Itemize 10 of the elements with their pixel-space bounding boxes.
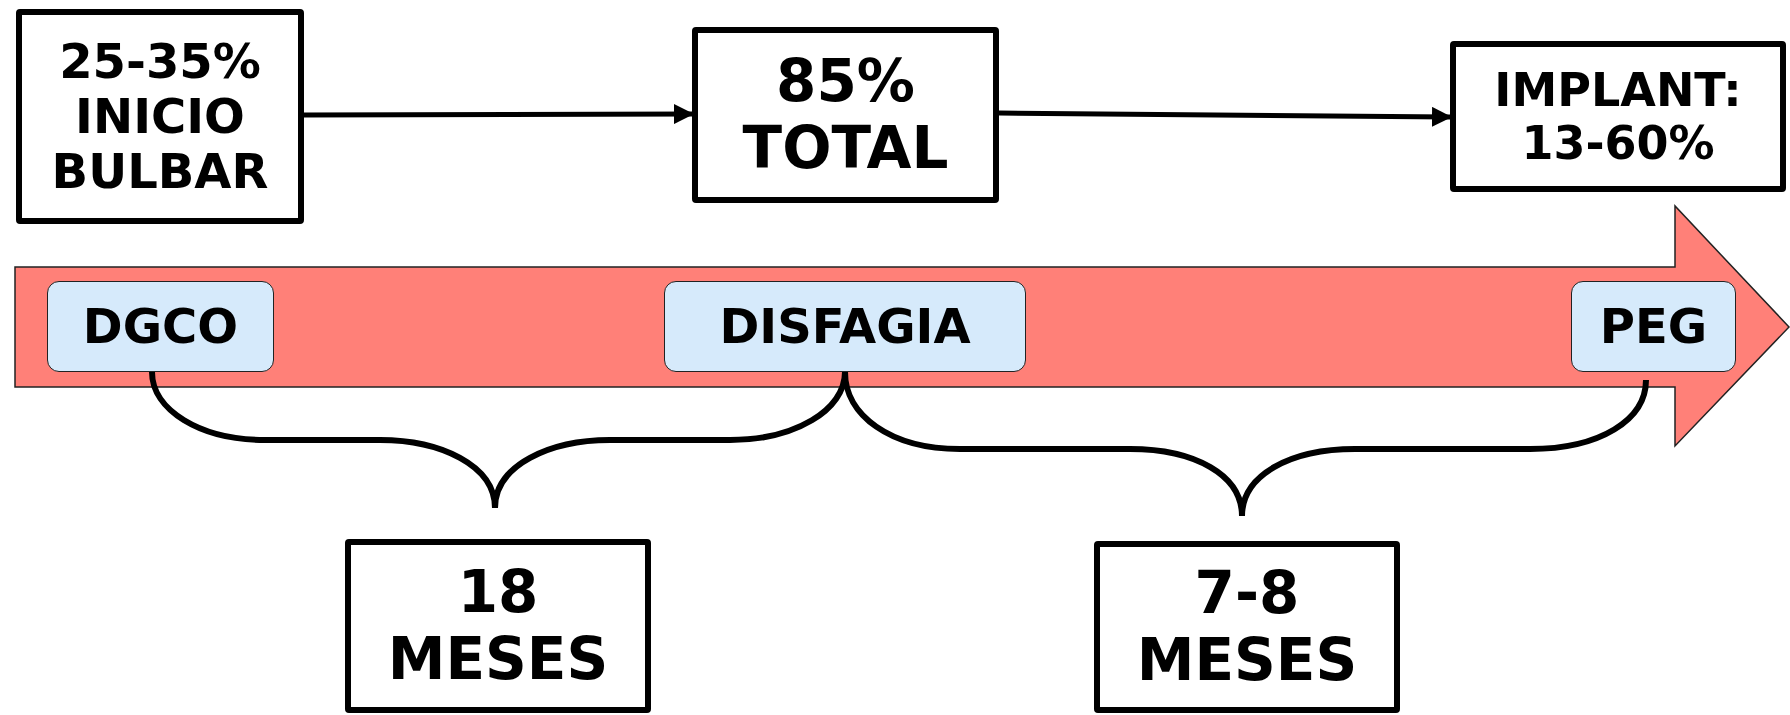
timeline-label: DISFAGIA — [664, 281, 1026, 372]
text-box: 85% TOTAL — [692, 27, 999, 203]
arrow — [998, 106, 1452, 127]
text-box: 7-8 MESES — [1094, 541, 1400, 713]
text-box: 25-35% INICIO BULBAR — [16, 9, 304, 224]
timeline-label: DGCO — [47, 281, 274, 372]
text-box: 18 MESES — [345, 539, 651, 713]
text-box: IMPLANT: 13-60% — [1450, 41, 1786, 192]
timeline-label: PEG — [1571, 281, 1736, 372]
arrow — [304, 104, 694, 125]
